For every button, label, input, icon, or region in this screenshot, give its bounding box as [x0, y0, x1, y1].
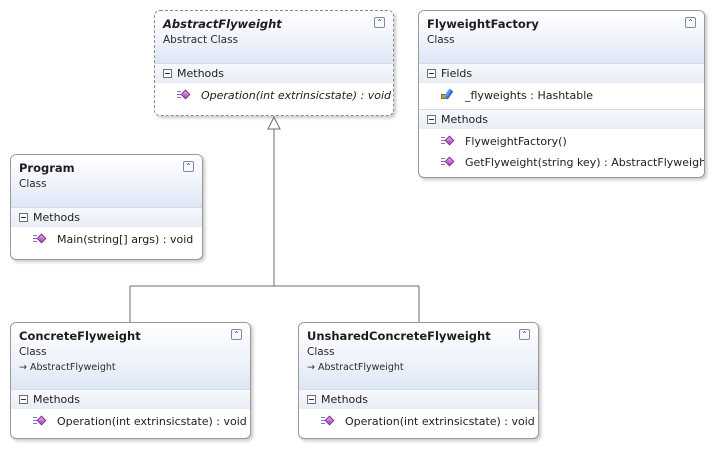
methods-section-header[interactable]: Methods	[299, 389, 538, 409]
methods-section-header[interactable]: Methods	[419, 109, 704, 129]
collapse-chevron-icon[interactable]: ⌃	[519, 329, 530, 340]
section-minus-icon[interactable]	[307, 395, 316, 404]
class-header[interactable]: AbstractFlyweight Abstract Class ⌃	[155, 11, 393, 63]
field-icon	[441, 88, 455, 100]
class-concrete-flyweight[interactable]: ConcreteFlyweight Class → AbstractFlywei…	[10, 322, 251, 439]
method-item[interactable]: Main(string[] args) : void	[11, 229, 202, 250]
method-signature: Operation(int extrinsicstate) : void	[57, 415, 247, 428]
class-abstract-flyweight[interactable]: AbstractFlyweight Abstract Class ⌃ Metho…	[154, 10, 394, 116]
methods-list: Operation(int extrinsicstate) : void	[155, 83, 393, 109]
section-label: Methods	[321, 393, 368, 406]
base-class-label: → AbstractFlyweight	[307, 362, 404, 373]
methods-section-header[interactable]: Methods	[11, 207, 202, 227]
method-signature: Operation(int extrinsicstate) : void	[345, 415, 535, 428]
method-icon	[441, 135, 455, 146]
method-item[interactable]: Operation(int extrinsicstate) : void	[155, 85, 393, 106]
fields-section-header[interactable]: Fields	[419, 63, 704, 83]
class-unshared-concrete-flyweight[interactable]: UnsharedConcreteFlyweight Class → Abstra…	[298, 322, 539, 439]
base-class-label: → AbstractFlyweight	[19, 362, 116, 373]
method-signature: GetFlyweight(string key) : AbstractFlywe…	[465, 156, 705, 169]
method-signature: Main(string[] args) : void	[57, 233, 194, 246]
class-header[interactable]: FlyweightFactory Class ⌃	[419, 11, 704, 63]
field-signature: _flyweights : Hashtable	[465, 89, 594, 102]
class-kind: Abstract Class	[163, 34, 239, 46]
fields-list: _flyweights : Hashtable	[419, 83, 704, 109]
field-item[interactable]: _flyweights : Hashtable	[419, 85, 704, 106]
collapse-chevron-icon[interactable]: ⌃	[183, 161, 194, 172]
class-kind: Class	[427, 34, 455, 46]
class-name: AbstractFlyweight	[163, 17, 282, 31]
class-header[interactable]: ConcreteFlyweight Class → AbstractFlywei…	[11, 323, 250, 389]
section-label: Methods	[441, 113, 488, 126]
class-name: ConcreteFlyweight	[19, 329, 141, 343]
class-header[interactable]: Program Class ⌃	[11, 155, 202, 207]
class-program[interactable]: Program Class ⌃ Methods Main(string[] ar…	[10, 154, 203, 260]
method-icon	[33, 415, 47, 426]
method-icon	[321, 415, 335, 426]
methods-list: Operation(int extrinsicstate) : void	[299, 409, 538, 435]
method-item[interactable]: Operation(int extrinsicstate) : void	[299, 411, 538, 432]
class-kind: Class	[307, 346, 335, 358]
section-minus-icon[interactable]	[163, 69, 172, 78]
class-kind: Class	[19, 346, 47, 358]
class-kind: Class	[19, 178, 47, 190]
methods-list: Main(string[] args) : void	[11, 227, 202, 253]
class-name: Program	[19, 161, 75, 175]
methods-list: FlyweightFactory() GetFlyweight(string k…	[419, 129, 704, 176]
method-item[interactable]: GetFlyweight(string key) : AbstractFlywe…	[419, 152, 704, 173]
collapse-chevron-icon[interactable]: ⌃	[374, 17, 385, 28]
section-label: Fields	[441, 67, 473, 80]
section-label: Methods	[33, 211, 80, 224]
method-icon	[33, 233, 47, 244]
class-name: FlyweightFactory	[427, 17, 539, 31]
method-icon	[177, 89, 191, 100]
method-signature: FlyweightFactory()	[465, 135, 567, 148]
section-label: Methods	[177, 67, 224, 80]
methods-section-header[interactable]: Methods	[11, 389, 250, 409]
section-minus-icon[interactable]	[427, 115, 436, 124]
class-name: UnsharedConcreteFlyweight	[307, 329, 491, 343]
section-minus-icon[interactable]	[19, 213, 28, 222]
method-item[interactable]: Operation(int extrinsicstate) : void	[11, 411, 250, 432]
section-minus-icon[interactable]	[19, 395, 28, 404]
collapse-chevron-icon[interactable]: ⌃	[685, 17, 696, 28]
inheritance-arrowhead-icon	[267, 115, 281, 130]
method-icon	[441, 156, 455, 167]
class-header[interactable]: UnsharedConcreteFlyweight Class → Abstra…	[299, 323, 538, 389]
collapse-chevron-icon[interactable]: ⌃	[231, 329, 242, 340]
section-minus-icon[interactable]	[427, 69, 436, 78]
method-signature: Operation(int extrinsicstate) : void	[201, 89, 391, 102]
methods-section-header[interactable]: Methods	[155, 63, 393, 83]
methods-list: Operation(int extrinsicstate) : void	[11, 409, 250, 435]
class-flyweight-factory[interactable]: FlyweightFactory Class ⌃ Fields _flyweig…	[418, 10, 705, 178]
section-label: Methods	[33, 393, 80, 406]
method-item[interactable]: FlyweightFactory()	[419, 131, 704, 152]
